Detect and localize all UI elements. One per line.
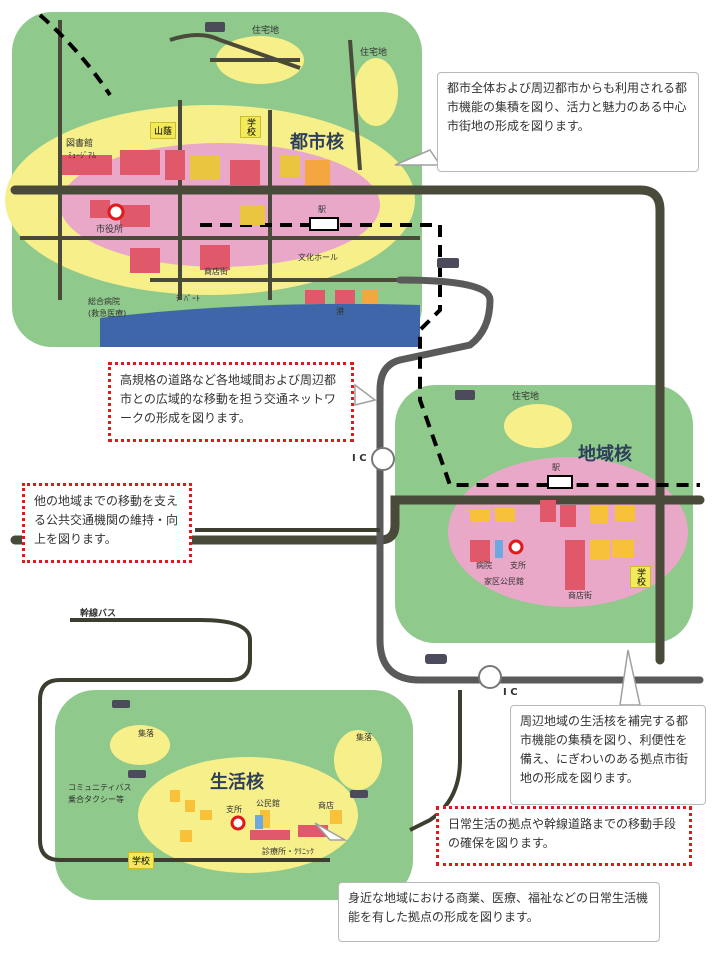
minor-roads: [20, 20, 420, 300]
village-zone-2: [334, 730, 382, 790]
residential-zone-2: [354, 58, 398, 126]
station-label-2: 駅: [552, 463, 560, 472]
bus-route: [38, 528, 462, 862]
ic-marker-2: [478, 665, 502, 689]
regional-buildings: [470, 500, 635, 590]
expressway: [376, 276, 704, 684]
daily-transport-callout: 日常生活の拠点や幹線道路までの移動手段の確保を図ります。: [436, 806, 692, 866]
culture-hall-label: 文化ホール: [298, 253, 338, 262]
branch-office-marker-1: [508, 539, 524, 555]
living-core-yellow-zone: [138, 757, 358, 873]
station-1-marker: [309, 217, 339, 231]
shopping-street-label-1: 商店街: [204, 267, 228, 276]
ic-label-2: I C: [503, 687, 518, 698]
museum-label: ﾐｭｰｼﾞｱﾑ: [68, 151, 96, 160]
regional-core-callout: 周辺地域の生活核を補完する都市機能の集積を図り、利便性を備え、にぎわいのある拠点…: [510, 705, 706, 805]
living-core-callout: 身近な地域における商業、医療、福祉などの日常生活機能を有した拠点の形成を図ります…: [338, 882, 660, 942]
general-hospital-note: (救急医療): [88, 309, 127, 318]
network-callout: 高規格の道路など各地域間および周辺都市との広域的な移動を担う交通ネットワークの形…: [108, 362, 354, 442]
living-core-title: 生活核: [210, 772, 264, 793]
school-label-3: 学校: [128, 852, 155, 869]
living-buildings: [170, 790, 342, 842]
general-hospital-label: 総合病院: [88, 297, 120, 306]
regional-residential-zone: [504, 404, 572, 448]
urban-buildings: [62, 120, 378, 304]
residential-label-1: 住宅地: [252, 26, 280, 36]
shop-label: 商店: [318, 801, 334, 810]
hospital-label: 病院: [476, 561, 492, 570]
callout-pointers: [314, 149, 641, 841]
regional-core-title: 地域核: [578, 444, 632, 465]
ic-marker-1: [371, 447, 395, 471]
ic-label-1: I C: [352, 453, 367, 464]
residential-label-2: 住宅地: [360, 48, 388, 58]
demand-taxi-label: 乗合タクシー等: [68, 795, 124, 804]
urban-core-title: 都市核: [290, 132, 344, 153]
branch-office-label-2: 支所: [226, 805, 242, 814]
school-label-1: 学校: [240, 116, 261, 138]
village-label-2: 集落: [356, 733, 372, 742]
community-center-label-2: 公民館: [256, 799, 280, 808]
urban-core-callout: 都市全体および周辺都市からも利用される都市機能の集積を図り、活力と魅力のある中心…: [437, 72, 699, 172]
mountain-label: 山蔭: [150, 122, 177, 139]
branch-office-marker-2: [230, 815, 246, 831]
community-center-label-1: 家区公民館: [484, 577, 524, 586]
clinic-label: 診療所・ｸﾘﾆｯｸ: [262, 847, 314, 856]
village-label-1: 集落: [138, 729, 154, 738]
station-2-marker: [547, 475, 573, 489]
residential-label-3: 住宅地: [512, 392, 540, 402]
library-label: 図書館: [66, 139, 94, 149]
public-transit-callout: 他の地域までの移動を支える公共交通機関の維持・向上を図ります。: [22, 483, 192, 563]
city-hall-marker: [107, 203, 125, 221]
city-hall-label: 市役所: [96, 225, 124, 235]
community-bus-label: コミュニティバス: [68, 783, 132, 792]
bus-icons: [112, 22, 475, 798]
port-label: 港: [336, 307, 344, 316]
branch-office-label-1: 支所: [510, 561, 526, 570]
trunk-bus-label: 幹線バス: [80, 609, 117, 619]
station-label-1: 駅: [318, 205, 326, 214]
village-zone-1: [110, 725, 170, 765]
shopping-street-label-2: 商店街: [568, 591, 592, 600]
sea-area: [100, 303, 420, 347]
river-path-label: ﾃﾞﾊﾟｰﾄ: [176, 294, 200, 303]
school-label-2: 学校: [630, 566, 651, 588]
regional-core-pink-zone: [448, 457, 688, 607]
